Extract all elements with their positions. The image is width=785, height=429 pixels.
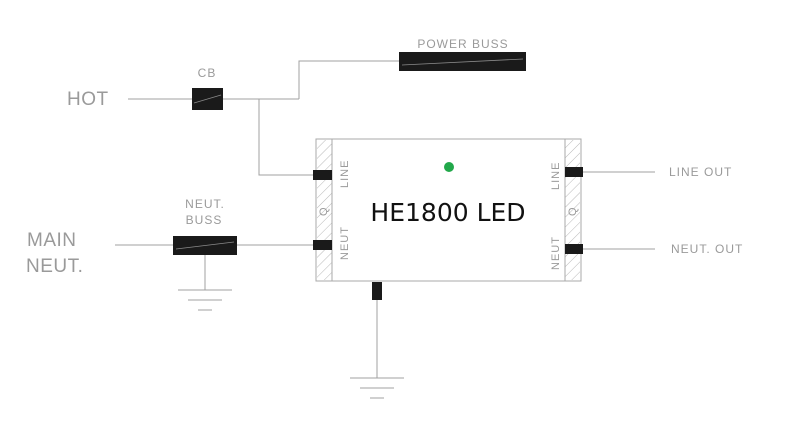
ground-terminal bbox=[372, 282, 382, 300]
line-in-terminal bbox=[313, 170, 332, 180]
neut-in-label: NEUT bbox=[339, 226, 351, 260]
neut-out-terminal bbox=[565, 244, 583, 254]
he1800-device: HE1800 LED LINE Q NEUT LINE Q NEUT bbox=[313, 138, 583, 300]
line-out-side-label: LINE bbox=[550, 162, 562, 190]
hot-label: HOT bbox=[67, 89, 109, 110]
main-neut-label-line2: NEUT. bbox=[26, 256, 83, 277]
line-out-terminal bbox=[565, 167, 583, 177]
neut-buss-label-line2: BUSS bbox=[186, 213, 223, 227]
status-led-icon bbox=[444, 162, 454, 172]
ground-icon bbox=[350, 377, 404, 399]
power-buss-label: POWER BUSS bbox=[417, 37, 508, 51]
main-neut-label-line1: MAIN bbox=[27, 230, 77, 251]
neutral-buss bbox=[173, 236, 237, 255]
device-title: HE1800 LED bbox=[370, 198, 525, 227]
line-out-label: LINE OUT bbox=[669, 165, 732, 179]
device-enclosure bbox=[315, 138, 582, 282]
line-in-label: LINE bbox=[339, 160, 351, 188]
power-buss-feed-wire bbox=[298, 60, 400, 99]
neut-out-side-label: NEUT bbox=[550, 236, 562, 270]
cb-label: CB bbox=[198, 66, 217, 80]
neut-buss-label-line1: NEUT. bbox=[185, 197, 225, 211]
neut-out-label: NEUT. OUT bbox=[671, 242, 743, 256]
wires bbox=[115, 60, 655, 378]
neut-in-terminal bbox=[313, 240, 332, 250]
ground-left-label: Q bbox=[318, 206, 330, 216]
line-in-wire bbox=[258, 99, 317, 176]
ground-icon bbox=[178, 289, 232, 311]
circuit-breaker bbox=[192, 88, 223, 110]
ground-right-label: Q bbox=[567, 206, 579, 216]
power-buss bbox=[399, 52, 526, 71]
